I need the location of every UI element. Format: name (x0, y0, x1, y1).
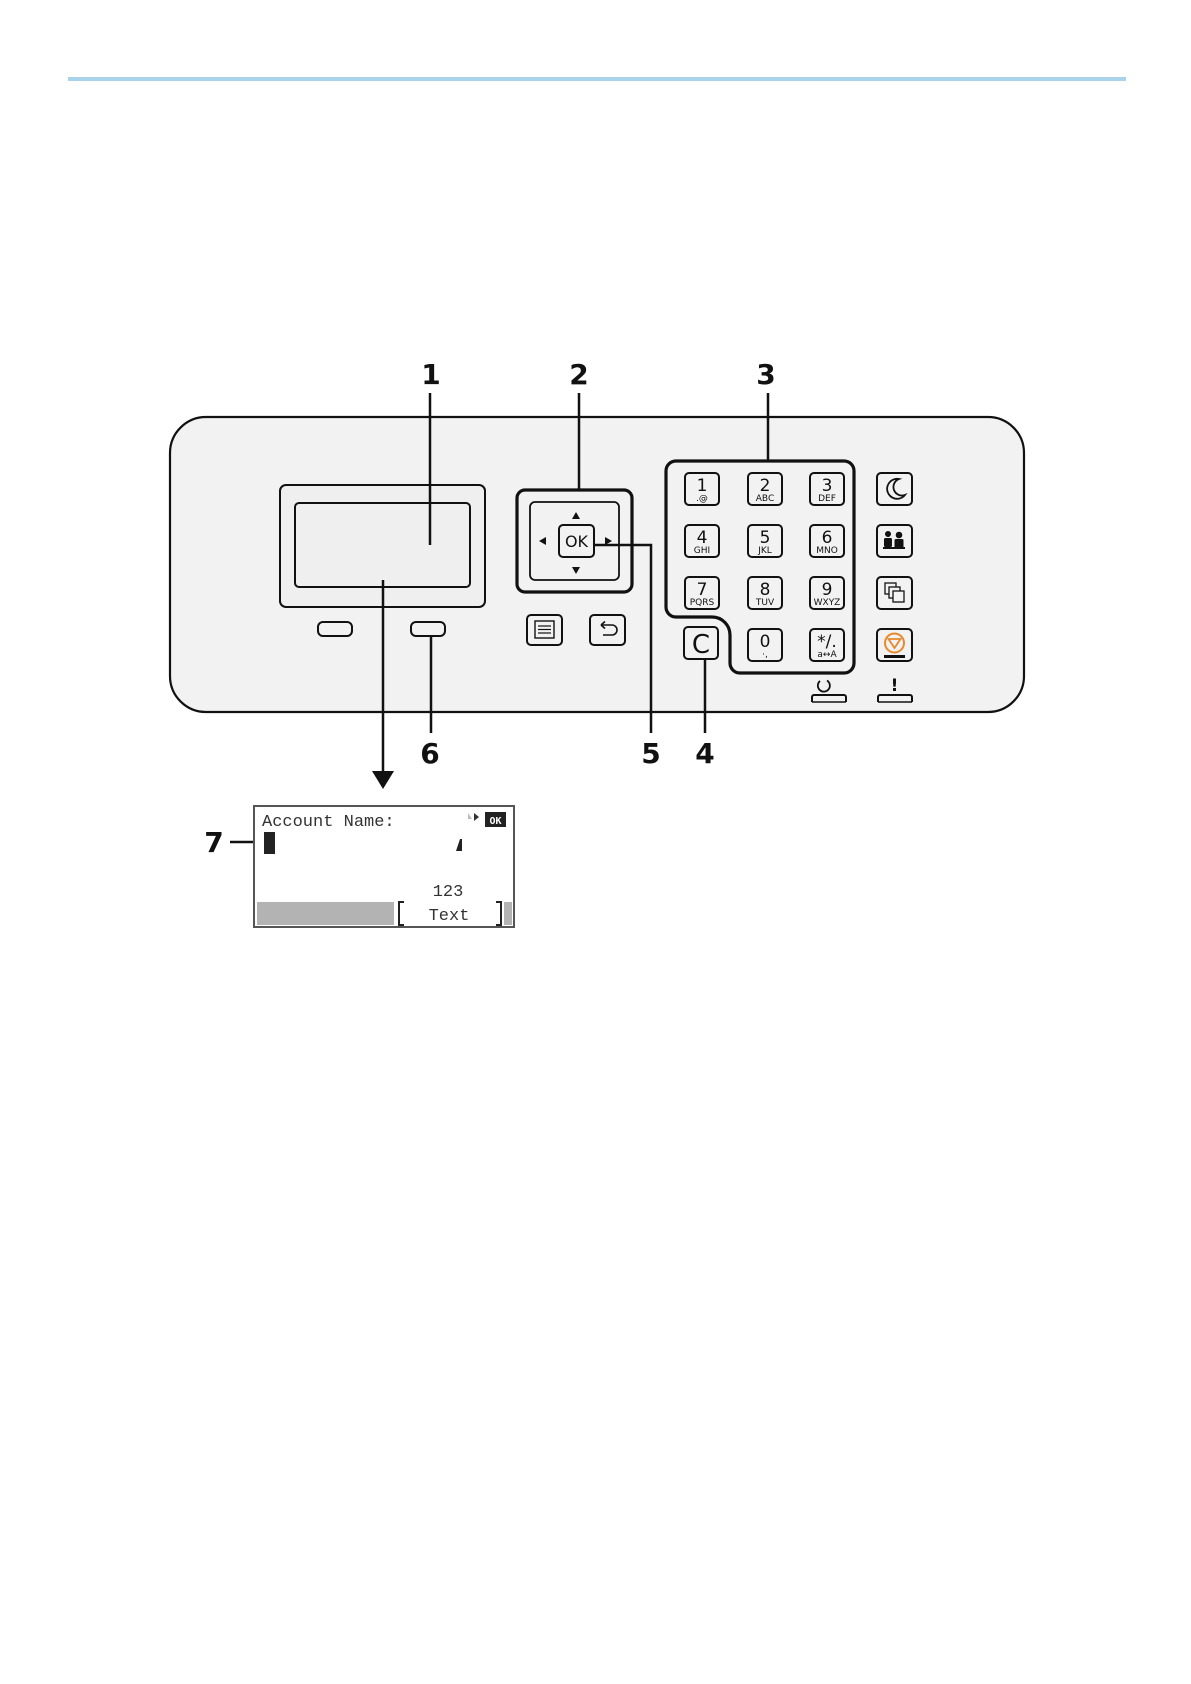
keypad-key-digit: */. (817, 632, 837, 652)
keypad-key-digit: 6 (822, 528, 833, 548)
ok-key[interactable]: OK (559, 525, 594, 557)
lcd-softkey-label: Text (429, 907, 470, 926)
keypad-key-letters: .@ (696, 494, 708, 504)
lcd-text-cursor (264, 832, 275, 854)
authentication-key[interactable] (877, 525, 912, 557)
right-select-key[interactable] (411, 622, 445, 636)
left-select-key[interactable] (318, 622, 352, 636)
keypad-key-digit: 8 (760, 580, 771, 600)
callout-2: 2 (569, 358, 588, 391)
lcd-softkey-left-bar (257, 902, 394, 925)
reset-key[interactable] (877, 577, 912, 609)
keypad-key-letters: a↔A (817, 650, 837, 660)
keypad-key-digit: 2 (760, 476, 771, 496)
keypad-key-letters: PQRS (690, 598, 715, 608)
callout-5: 5 (641, 737, 660, 770)
keypad-key-digit: 5 (760, 528, 771, 548)
clear-key-label: C (692, 630, 710, 660)
keypad-key[interactable]: 0·, (748, 629, 782, 661)
ok-key-label: OK (565, 532, 589, 551)
keypad-key-letters: ABC (756, 494, 774, 504)
keypad-key-digit: 9 (822, 580, 833, 600)
energy-saver-key[interactable] (877, 473, 912, 505)
menu-key[interactable] (527, 615, 562, 645)
keypad-key-digit: 3 (822, 476, 833, 496)
attention-indicator-label: ! (891, 676, 899, 696)
keypad-key-letters: DEF (818, 494, 836, 504)
lcd-title: Account Name: (262, 813, 395, 832)
stop-key[interactable] (877, 629, 912, 661)
callout-1: 1 (421, 358, 440, 391)
callout-3: 3 (756, 358, 775, 391)
display-detail-arrow-icon (372, 771, 394, 789)
keypad-key-letters: MNO (816, 546, 838, 556)
keypad-key-digit: 7 (697, 580, 708, 600)
lcd-input-mode: 123 (433, 883, 464, 902)
keypad-key-letters: WXYZ (814, 598, 841, 608)
keypad-key-letters: JKL (757, 546, 772, 556)
lcd-detail: Account Name: OK 123 Text (254, 806, 514, 927)
callout-4: 4 (695, 737, 714, 770)
clear-key[interactable]: C (684, 627, 718, 660)
keypad-key[interactable]: */.a↔A (810, 629, 844, 661)
keypad-key-letters: ·, (762, 650, 768, 660)
keypad-key-digit: 1 (697, 476, 708, 496)
keypad-key-digit: 4 (697, 528, 708, 548)
back-key[interactable] (590, 615, 625, 645)
keypad-key-letters: TUV (755, 598, 775, 608)
callout-6: 6 (420, 737, 439, 770)
keypad-key[interactable]: 1.@ (685, 473, 719, 505)
keypad-key-digit: 0 (760, 632, 771, 652)
lcd-ok-badge: OK (489, 816, 501, 827)
callout-7: 7 (204, 826, 223, 859)
keypad-key-letters: GHI (694, 546, 710, 556)
